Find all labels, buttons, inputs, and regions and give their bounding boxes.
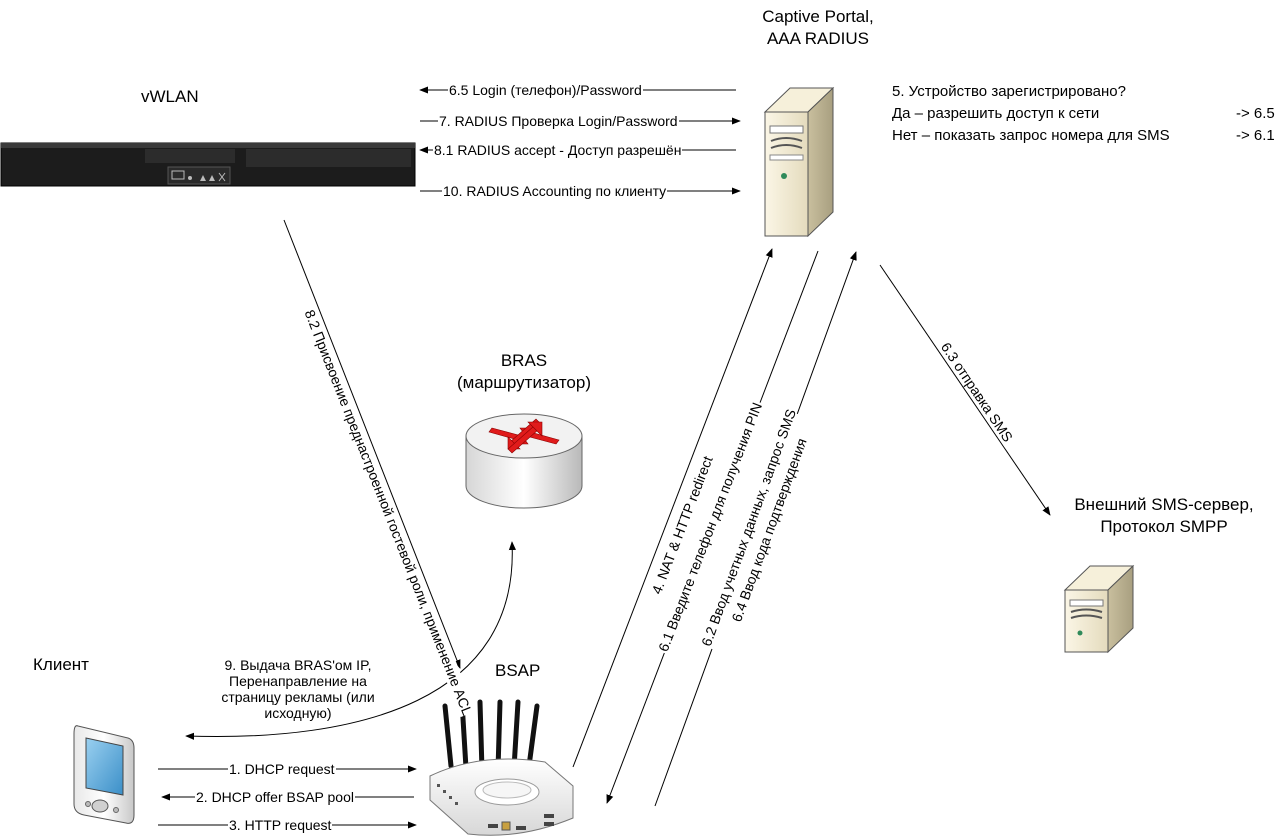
- label-step-10: 10. RADIUS Accounting по клиенту: [442, 183, 668, 199]
- captive-portal-title-line1: Captive Portal,: [762, 7, 874, 26]
- label-step-1: 1. DHCP request: [228, 761, 336, 777]
- bras-title-line1: BRAS: [500, 351, 548, 370]
- bras-router-icon: [465, 413, 583, 509]
- edge-9: [185, 541, 516, 740]
- decision-question: 5. Устройство зарегистрировано?: [892, 83, 1126, 100]
- captive-portal-title: Captive Portal, AAA RADIUS: [718, 6, 918, 50]
- label-step-9-line3: страницу рекламы (или: [221, 689, 375, 705]
- edge-6-3: [879, 264, 1051, 516]
- sms-server-icon: [1063, 564, 1135, 654]
- vwlan-title: vWLAN: [141, 87, 199, 106]
- label-step-9-line2: Перенаправление на: [229, 673, 367, 689]
- bsap-access-point-icon: [429, 699, 574, 836]
- bsap-title: BSAP: [495, 661, 541, 680]
- label-step-3: 3. HTTP request: [228, 817, 333, 833]
- decision-yes: Да – разрешить доступ к сети: [892, 105, 1100, 122]
- label-step-9: 9. Выдача BRAS'ом IP, Перенаправление на…: [196, 657, 400, 721]
- captive-portal-server-icon: [763, 86, 835, 238]
- sms-server-title: Внешний SMS-сервер, Протокол SMPP: [1042, 494, 1286, 538]
- edge-4: [572, 248, 773, 768]
- vwlan-appliance-icon: [0, 142, 416, 187]
- label-step-8-1: 8.1 RADIUS accept - Доступ разрешён: [433, 142, 683, 158]
- bras-title: BRAS (маршрутизатор): [424, 350, 624, 394]
- captive-portal-title-line2: AAA RADIUS: [766, 29, 870, 48]
- client-title: Клиент: [33, 655, 89, 674]
- label-step-7: 7. RADIUS Проверка Login/Password: [438, 113, 679, 129]
- edge-8-2: [283, 219, 461, 669]
- sms-server-title-line2: Протокол SMPP: [1100, 517, 1228, 536]
- sms-server-title-line1: Внешний SMS-сервер,: [1074, 495, 1254, 514]
- client-device-icon: [73, 725, 135, 824]
- label-step-2: 2. DHCP offer BSAP pool: [195, 789, 355, 805]
- decision-no: Нет – показать запрос номера для SMS: [892, 127, 1170, 144]
- label-step-9-line4: исходную): [264, 705, 332, 721]
- decision-no-target: -> 6.1: [1236, 127, 1275, 144]
- label-step-6-5: 6.5 Login (телефон)/Password: [448, 82, 643, 98]
- bras-title-line2: (маршрутизатор): [457, 373, 591, 392]
- label-step-9-line1: 9. Выдача BRAS'ом IP,: [224, 657, 372, 673]
- decision-yes-target: -> 6.5: [1236, 105, 1275, 122]
